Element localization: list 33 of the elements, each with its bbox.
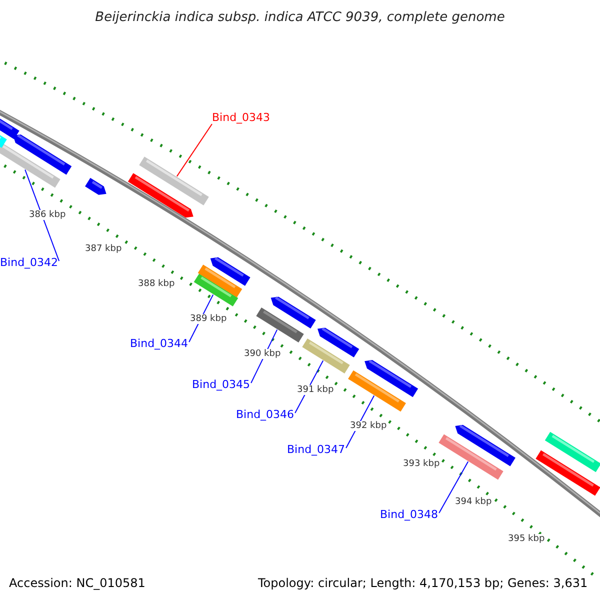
- gene-block: [0, 134, 7, 148]
- position-label: 395 kbp: [508, 534, 545, 544]
- gene-block: [198, 264, 242, 298]
- leader-line: [176, 124, 212, 177]
- position-label: 388 kbp: [138, 279, 175, 289]
- gene-block: [318, 328, 360, 358]
- leader-line: [24, 169, 60, 262]
- gene-block: [536, 450, 600, 496]
- gene-label: Bind_0343: [212, 111, 270, 124]
- position-label: 390 kbp: [244, 349, 281, 359]
- gene-block: [128, 173, 194, 218]
- gene-block: [13, 134, 72, 175]
- gene-label: Bind_0348: [380, 508, 438, 521]
- gene-label: Bind_0345: [192, 378, 250, 391]
- gene-label: Bind_0344: [130, 337, 188, 350]
- gene-block: [364, 360, 418, 398]
- gene-block: [270, 296, 316, 328]
- title: Beijerinckia indica subsp. indica ATCC 9039, complete genome: [94, 10, 506, 25]
- footer-text: Accession: NC_010581: [9, 576, 146, 590]
- position-label: 389 kbp: [190, 314, 227, 324]
- gene-label: Bind_0346: [236, 408, 294, 421]
- gene-label: Bind_0347: [287, 443, 346, 456]
- position-label: 387 kbp: [85, 244, 122, 254]
- position-label: 393 kbp: [403, 459, 440, 469]
- position-label: 391 kbp: [297, 385, 334, 395]
- gene-block: [85, 178, 106, 195]
- leader-line: [438, 461, 469, 514]
- gene-block: [455, 424, 516, 466]
- position-label: 394 kbp: [455, 497, 492, 507]
- footer-text: Topology: circular; Length: 4,170,153 bp; Genes: 3,631: [258, 576, 588, 590]
- position-label: 392 kbp: [350, 421, 387, 431]
- gene-label: Bind_0342: [0, 256, 58, 269]
- position-label: 386 kbp: [29, 210, 66, 220]
